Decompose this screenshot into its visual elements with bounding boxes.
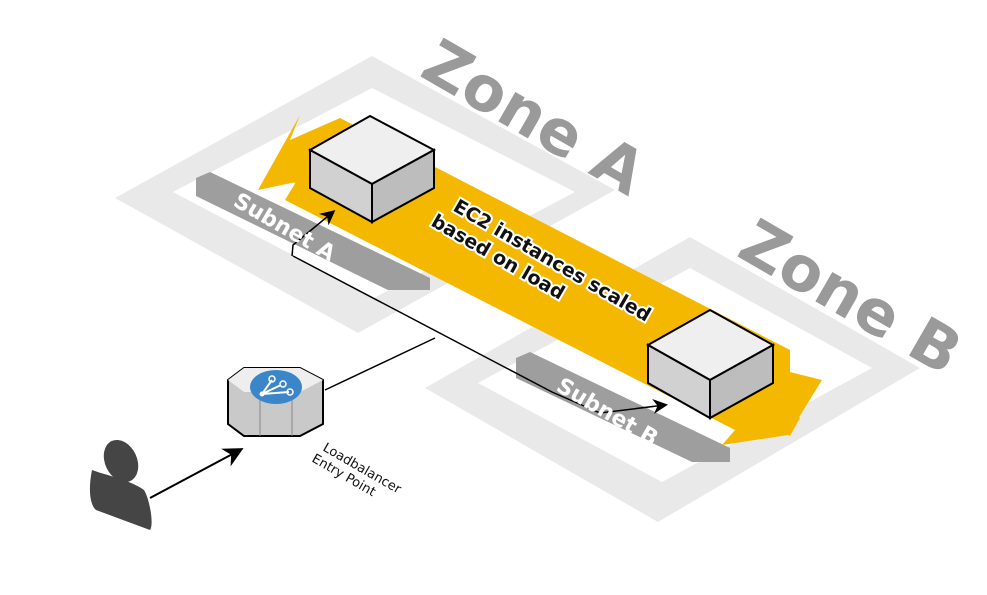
- subnet-b-bar: [516, 352, 730, 462]
- user-to-lb-arrow: [149, 448, 244, 499]
- lb-to-subnets-line: [324, 337, 436, 391]
- to-instance-b-arrow: [292, 255, 668, 414]
- network-fanout-icon: [250, 370, 302, 404]
- connection-lines: [149, 210, 668, 499]
- ec2-instance-b[interactable]: [645, 308, 776, 420]
- user-icon: [89, 439, 152, 530]
- subnet-a-bar: [196, 172, 430, 290]
- to-instance-a-arrow: [291, 210, 336, 257]
- loadbalancer-node[interactable]: [227, 367, 324, 437]
- ec2-instance-a[interactable]: [307, 114, 437, 224]
